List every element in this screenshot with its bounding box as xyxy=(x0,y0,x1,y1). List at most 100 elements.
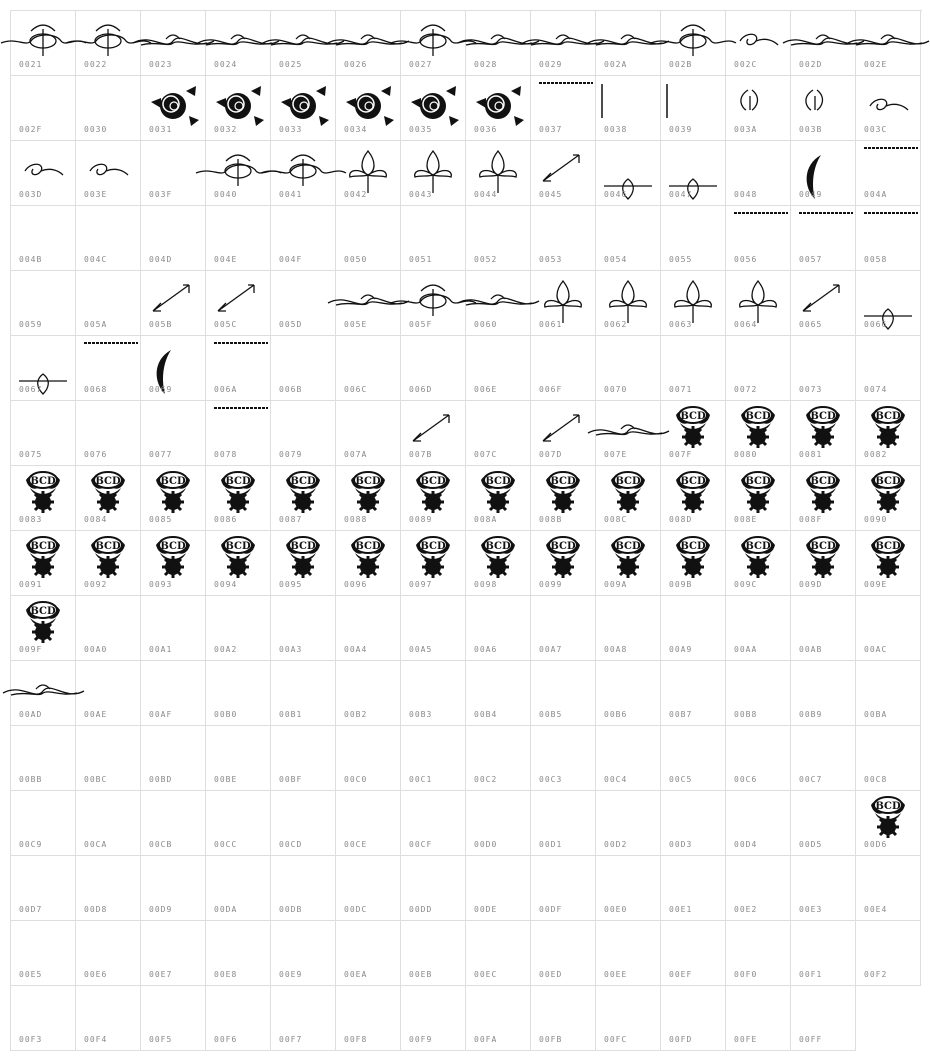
glyph-cell-00D3[interactable]: 00D3 xyxy=(661,791,726,856)
glyph-cell-002A[interactable]: 002A xyxy=(587,11,670,76)
glyph-cell-00A0[interactable]: 00A0 xyxy=(76,596,141,661)
glyph-cell-00AC[interactable]: 00AC xyxy=(856,596,921,661)
glyph-cell-003B[interactable]: 003B xyxy=(791,76,856,141)
glyph-cell-004C[interactable]: 004C xyxy=(76,206,141,271)
glyph-cell-005F[interactable]: 005F xyxy=(390,271,477,336)
glyph-cell-00BE[interactable]: 00BE xyxy=(206,726,271,791)
glyph-cell-00DF[interactable]: 00DF xyxy=(531,856,596,921)
glyph-cell-0047[interactable]: 0047 xyxy=(661,141,726,206)
glyph-cell-00AA[interactable]: 00AA xyxy=(726,596,791,661)
glyph-cell-002E[interactable]: 002E xyxy=(847,11,930,76)
glyph-cell-0056[interactable]: 0056 xyxy=(726,206,791,271)
glyph-cell-00E8[interactable]: 00E8 xyxy=(206,921,271,986)
glyph-cell-00F8[interactable]: 00F8 xyxy=(336,986,401,1051)
glyph-cell-0069[interactable]: 0069 xyxy=(141,336,206,401)
glyph-cell-00CA[interactable]: 00CA xyxy=(76,791,141,856)
glyph-cell-00DA[interactable]: 00DA xyxy=(206,856,271,921)
glyph-cell-00C0[interactable]: 00C0 xyxy=(336,726,401,791)
glyph-cell-003F[interactable]: 003F xyxy=(141,141,206,206)
glyph-cell-00B7[interactable]: 00B7 xyxy=(661,661,726,726)
glyph-cell-0063[interactable]: 0063 xyxy=(661,271,726,336)
glyph-cell-00A8[interactable]: 00A8 xyxy=(596,596,661,661)
glyph-cell-00DC[interactable]: 00DC xyxy=(336,856,401,921)
glyph-cell-00AF[interactable]: 00AF xyxy=(141,661,206,726)
glyph-cell-0025[interactable]: 0025 xyxy=(262,11,345,76)
glyph-cell-0076[interactable]: 0076 xyxy=(76,401,141,466)
glyph-cell-00D4[interactable]: 00D4 xyxy=(726,791,791,856)
glyph-cell-00E4[interactable]: 00E4 xyxy=(856,856,921,921)
glyph-cell-00EE[interactable]: 00EE xyxy=(596,921,661,986)
glyph-cell-00FF[interactable]: 00FF xyxy=(791,986,856,1051)
glyph-cell-002C[interactable]: 002C xyxy=(726,11,791,76)
glyph-cell-0072[interactable]: 0072 xyxy=(726,336,791,401)
glyph-cell-00F0[interactable]: 00F0 xyxy=(726,921,791,986)
glyph-cell-00BA[interactable]: 00BA xyxy=(856,661,921,726)
glyph-cell-002B[interactable]: 002B xyxy=(650,11,737,76)
glyph-cell-00E9[interactable]: 00E9 xyxy=(271,921,336,986)
glyph-cell-0071[interactable]: 0071 xyxy=(661,336,726,401)
glyph-cell-00F2[interactable]: 00F2 xyxy=(856,921,921,986)
glyph-cell-0026[interactable]: 0026 xyxy=(327,11,410,76)
glyph-cell-00C3[interactable]: 00C3 xyxy=(531,726,596,791)
glyph-cell-00F9[interactable]: 00F9 xyxy=(401,986,466,1051)
glyph-cell-0036[interactable]: 0036 xyxy=(466,76,531,141)
glyph-cell-00DB[interactable]: 00DB xyxy=(271,856,336,921)
glyph-cell-00B5[interactable]: 00B5 xyxy=(531,661,596,726)
glyph-cell-0075[interactable]: 0075 xyxy=(11,401,76,466)
glyph-cell-005C[interactable]: 005C xyxy=(206,271,271,336)
glyph-cell-00CC[interactable]: 00CC xyxy=(206,791,271,856)
glyph-cell-0039[interactable]: 0039 xyxy=(661,76,726,141)
glyph-cell-0021[interactable]: 0021 xyxy=(0,11,87,76)
glyph-cell-003E[interactable]: 003E xyxy=(76,141,141,206)
glyph-cell-0032[interactable]: 0032 xyxy=(206,76,271,141)
glyph-cell-00FC[interactable]: 00FC xyxy=(596,986,661,1051)
glyph-cell-0040[interactable]: 0040 xyxy=(195,141,282,206)
glyph-cell-006D[interactable]: 006D xyxy=(401,336,466,401)
glyph-cell-00EC[interactable]: 00EC xyxy=(466,921,531,986)
glyph-cell-0068[interactable]: 0068 xyxy=(76,336,141,401)
glyph-cell-00AB[interactable]: 00AB xyxy=(791,596,856,661)
glyph-cell-0031[interactable]: 0031 xyxy=(141,76,206,141)
glyph-cell-007B[interactable]: 007B xyxy=(401,401,466,466)
glyph-cell-00BD[interactable]: 00BD xyxy=(141,726,206,791)
glyph-cell-00FB[interactable]: 00FB xyxy=(531,986,596,1051)
glyph-cell-0073[interactable]: 0073 xyxy=(791,336,856,401)
glyph-cell-00A5[interactable]: 00A5 xyxy=(401,596,466,661)
glyph-cell-0030[interactable]: 0030 xyxy=(76,76,141,141)
glyph-cell-00D1[interactable]: 00D1 xyxy=(531,791,596,856)
glyph-cell-00C1[interactable]: 00C1 xyxy=(401,726,466,791)
glyph-cell-00C9[interactable]: 00C9 xyxy=(11,791,76,856)
glyph-cell-00C6[interactable]: 00C6 xyxy=(726,726,791,791)
glyph-cell-0043[interactable]: 0043 xyxy=(401,141,466,206)
glyph-cell-00B9[interactable]: 00B9 xyxy=(791,661,856,726)
glyph-cell-00BC[interactable]: 00BC xyxy=(76,726,141,791)
glyph-cell-00EF[interactable]: 00EF xyxy=(661,921,726,986)
glyph-cell-0037[interactable]: 0037 xyxy=(531,76,596,141)
glyph-cell-00E3[interactable]: 00E3 xyxy=(791,856,856,921)
glyph-cell-005D[interactable]: 005D xyxy=(271,271,336,336)
glyph-cell-0052[interactable]: 0052 xyxy=(466,206,531,271)
glyph-cell-002F[interactable]: 002F xyxy=(11,76,76,141)
glyph-cell-004E[interactable]: 004E xyxy=(206,206,271,271)
glyph-cell-00F7[interactable]: 00F7 xyxy=(271,986,336,1051)
glyph-cell-00B2[interactable]: 00B2 xyxy=(336,661,401,726)
glyph-cell-0024[interactable]: 0024 xyxy=(197,11,280,76)
glyph-cell-00BF[interactable]: 00BF xyxy=(271,726,336,791)
glyph-cell-00B1[interactable]: 00B1 xyxy=(271,661,336,726)
